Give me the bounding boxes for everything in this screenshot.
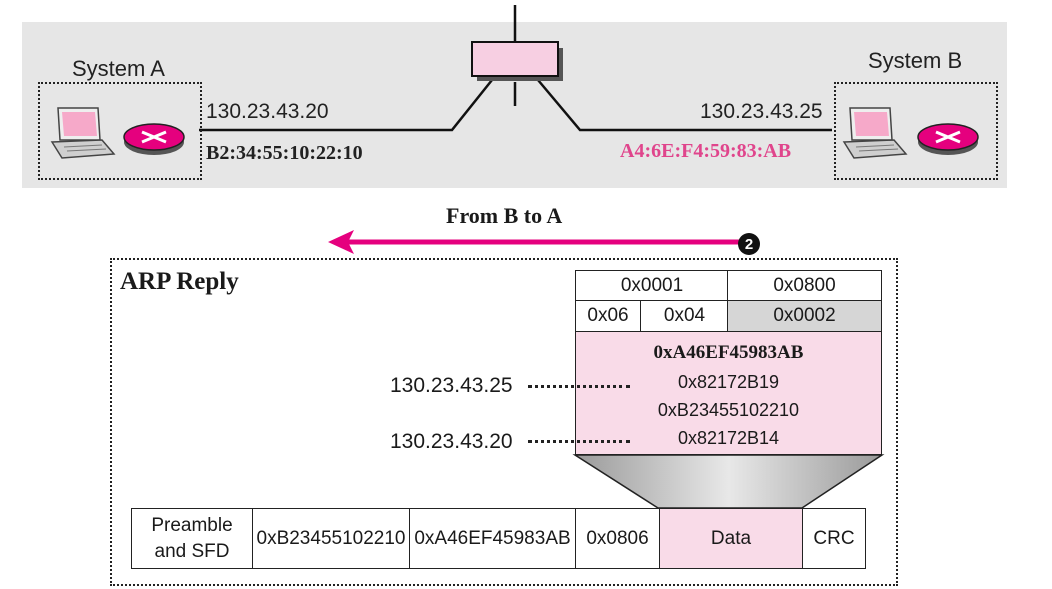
sender-ip-label: 130.23.43.25 xyxy=(390,374,513,397)
type-field: 0x0806 xyxy=(575,508,660,569)
system-b-box xyxy=(834,82,998,180)
target-ip-leader xyxy=(528,440,630,443)
encapsulation-funnel xyxy=(572,454,885,509)
data-field: Data xyxy=(659,508,803,569)
sender-hw-address: 0xA46EF45983AB xyxy=(653,342,804,363)
system-a-mac: B2:34:55:10:22:10 xyxy=(206,142,363,164)
arp-reply-title: ARP Reply xyxy=(120,268,239,295)
source-address-field: 0xA46EF45983AB xyxy=(409,508,576,569)
hardware-type-field: 0x0001 xyxy=(575,270,729,301)
target-hw-address: 0xB23455102210 xyxy=(657,400,800,420)
router-icon xyxy=(917,123,979,155)
system-a-ip: 130.23.43.20 xyxy=(206,100,329,123)
target-ip-label: 130.23.43.20 xyxy=(390,430,513,453)
laptop-icon xyxy=(842,107,908,159)
target-proto-address: 0x82172B14 xyxy=(677,428,780,448)
preamble-field: Preamble and SFD xyxy=(131,508,253,569)
operation-field: 0x0002 xyxy=(727,300,882,332)
network-links xyxy=(199,5,832,132)
direction-arrow xyxy=(328,230,745,254)
system-b-label: System B xyxy=(868,48,963,73)
sender-ip-leader xyxy=(528,385,630,388)
direction-label: From B to A xyxy=(446,203,563,228)
preamble-line-2: and SFD xyxy=(154,540,230,562)
protocol-type-field: 0x0800 xyxy=(727,270,882,301)
destination-address-field: 0xB23455102210 xyxy=(252,508,410,569)
step-badge: 2 xyxy=(738,233,760,255)
sender-proto-address: 0x82172B19 xyxy=(677,372,780,392)
hw-length-field: 0x06 xyxy=(575,300,641,332)
router-icon xyxy=(123,123,185,155)
proto-length-field: 0x04 xyxy=(640,300,729,332)
system-a-label: System A xyxy=(72,56,165,81)
system-a-box xyxy=(38,82,202,180)
system-b-mac: A4:6E:F4:59:83:AB xyxy=(620,140,792,162)
crc-field: CRC xyxy=(802,508,866,569)
laptop-icon xyxy=(50,107,116,159)
system-b-ip: 130.23.43.25 xyxy=(700,100,823,123)
preamble-line-1: Preamble xyxy=(151,514,233,536)
address-block xyxy=(575,331,882,455)
network-switch xyxy=(472,42,558,76)
arp-reply-container xyxy=(110,258,898,586)
